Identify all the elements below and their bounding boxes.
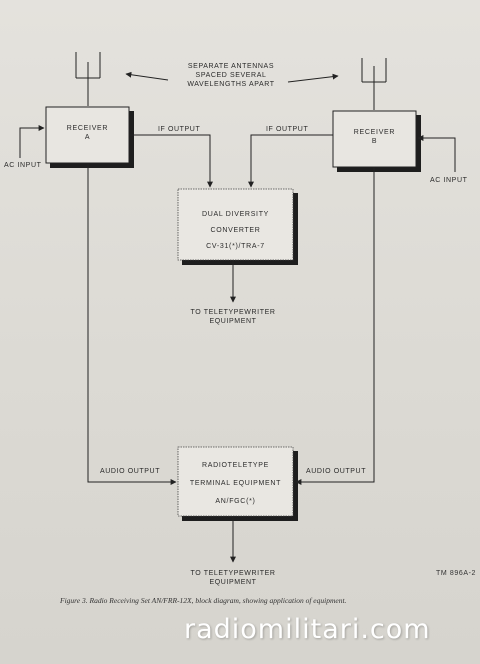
converter-box [177,188,298,265]
figure-caption: Figure 3. Radio Receiving Set AN/FRR-12X… [60,596,347,605]
antennas-note: SEPARATE ANTENNAS SPACED SEVERAL WAVELEN… [176,62,286,89]
converter-line-3: CV-31(*)/TRA-7 [206,243,265,250]
receiver-a-label: RECEIVER A [46,124,129,142]
terminal-line-3: AN/FGC(*) [215,498,256,505]
audio-output-right-line [295,167,375,485]
antennas-note-line-2: SPACED SEVERAL [195,72,267,79]
terminal-line-2: TERMINAL EQUIPMENT [189,480,282,487]
receiver-b-line-2: B [371,138,378,145]
to-teletype-1-line-1: TO TELETYPEWRITER [190,309,276,316]
tm-number: TM 896A-2 [436,570,477,577]
if-output-right-line [248,134,333,188]
receiver-b-line-1: RECEIVER [353,129,396,136]
if-output-left-label: IF OUTPUT [158,126,201,133]
to-teletype-2-line-1: TO TELETYPEWRITER [190,570,276,577]
if-output-right-label: IF OUTPUT [266,126,309,133]
audio-output-left-label: AUDIO OUTPUT [100,468,161,475]
note-arrow-right [287,73,339,83]
converter-line-1: DUAL DIVERSITY [201,211,270,218]
receiver-a-line-2: A [84,134,91,141]
ac-input-left-line [19,125,45,158]
terminal-label: RADIOTELETYPE TERMINAL EQUIPMENT AN/FGC(… [178,457,293,511]
receiver-b-box [332,110,421,172]
receiver-a-box [45,106,134,168]
receiver-a-line-1: RECEIVER [66,125,109,132]
to-teletype-label-2: TO TELETYPEWRITER EQUIPMENT [175,569,291,587]
antennas-note-line-3: WAVELENGTHS APART [187,81,275,88]
antenna-left-icon [75,52,101,106]
if-output-left-line [129,134,213,188]
ac-input-right-label: AC INPUT [430,177,468,184]
antenna-right-icon [361,58,387,110]
audio-output-left-line [87,163,177,485]
watermark-text: radiomilitari.com [184,614,431,645]
to-teletype-1-line-2: EQUIPMENT [209,318,257,325]
terminal-line-1: RADIOTELETYPE [201,462,270,469]
antennas-note-line-1: SEPARATE ANTENNAS [187,63,275,70]
receiver-b-label: RECEIVER B [333,128,416,146]
terminal-box [177,446,298,521]
to-teletype-2-line-2: EQUIPMENT [209,579,257,586]
converter-label: DUAL DIVERSITY CONVERTER CV-31(*)/TRA-7 [178,207,293,255]
audio-output-right-label: AUDIO OUTPUT [306,468,367,475]
to-teletype-label-1: TO TELETYPEWRITER EQUIPMENT [175,308,291,326]
note-arrow-left [125,71,169,81]
ac-input-left-label: AC INPUT [4,162,42,169]
ac-input-right-line [417,135,456,172]
converter-line-2: CONVERTER [210,227,261,234]
